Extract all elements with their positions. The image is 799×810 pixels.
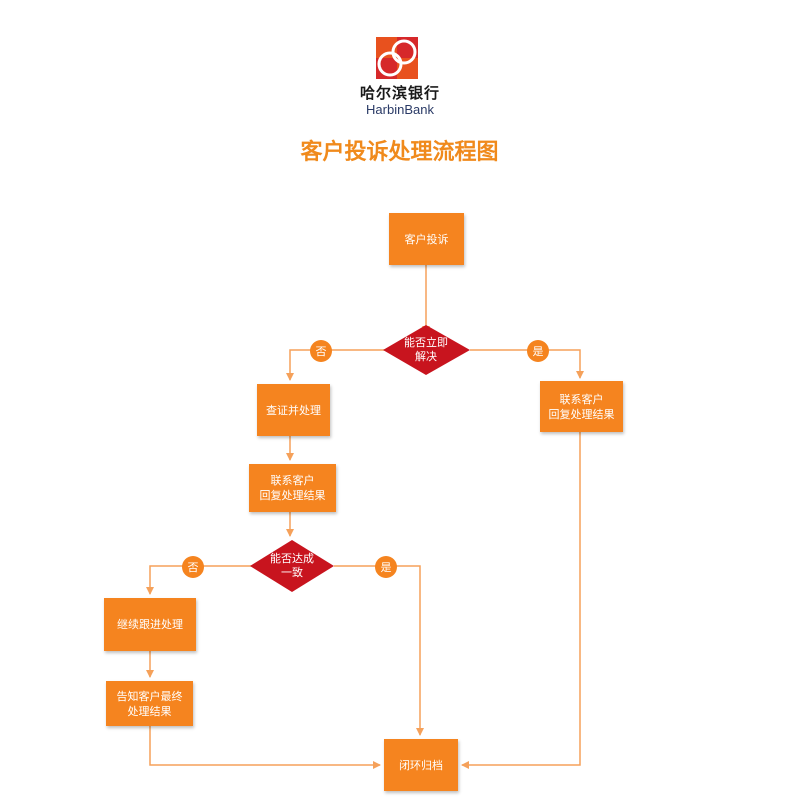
- harbin-bank-logo: [376, 37, 418, 79]
- logo-english-name: HarbinBank: [366, 102, 434, 117]
- badge-no-immediate: 否: [310, 340, 332, 362]
- arrow-right-to-close: [461, 432, 581, 769]
- badge-yes-agree: 是: [375, 556, 397, 578]
- badge-no-agree: 否: [182, 556, 204, 578]
- node-contact-customer-right: 联系客户 回复处理结果: [540, 381, 623, 432]
- node-close-archive: 闭环归档: [384, 739, 458, 791]
- arrow-inform-to-close: [149, 726, 381, 769]
- decision-diamond-agree: [250, 540, 334, 592]
- logo-chinese-name: 哈尔滨银行: [359, 84, 440, 102]
- arrow-decision2-yes: [334, 565, 424, 736]
- node-customer-complaint: 客户投诉: [389, 213, 464, 265]
- decision-diamond-immediate: [383, 325, 470, 375]
- node-contact-customer-left: 联系客户 回复处理结果: [249, 464, 336, 512]
- page-title: 客户投诉处理流程图: [300, 140, 499, 165]
- arrow-decision-no: [286, 349, 385, 381]
- arrow-decision-yes: [470, 349, 584, 379]
- node-verify-and-handle: 查证并处理: [257, 384, 330, 436]
- arrow-decision2-no: [146, 565, 252, 595]
- node-inform-final-result: 告知客户最终 处理结果: [106, 681, 193, 726]
- node-follow-up: 继续跟进处理: [104, 598, 196, 651]
- badge-yes-immediate: 是: [527, 340, 549, 362]
